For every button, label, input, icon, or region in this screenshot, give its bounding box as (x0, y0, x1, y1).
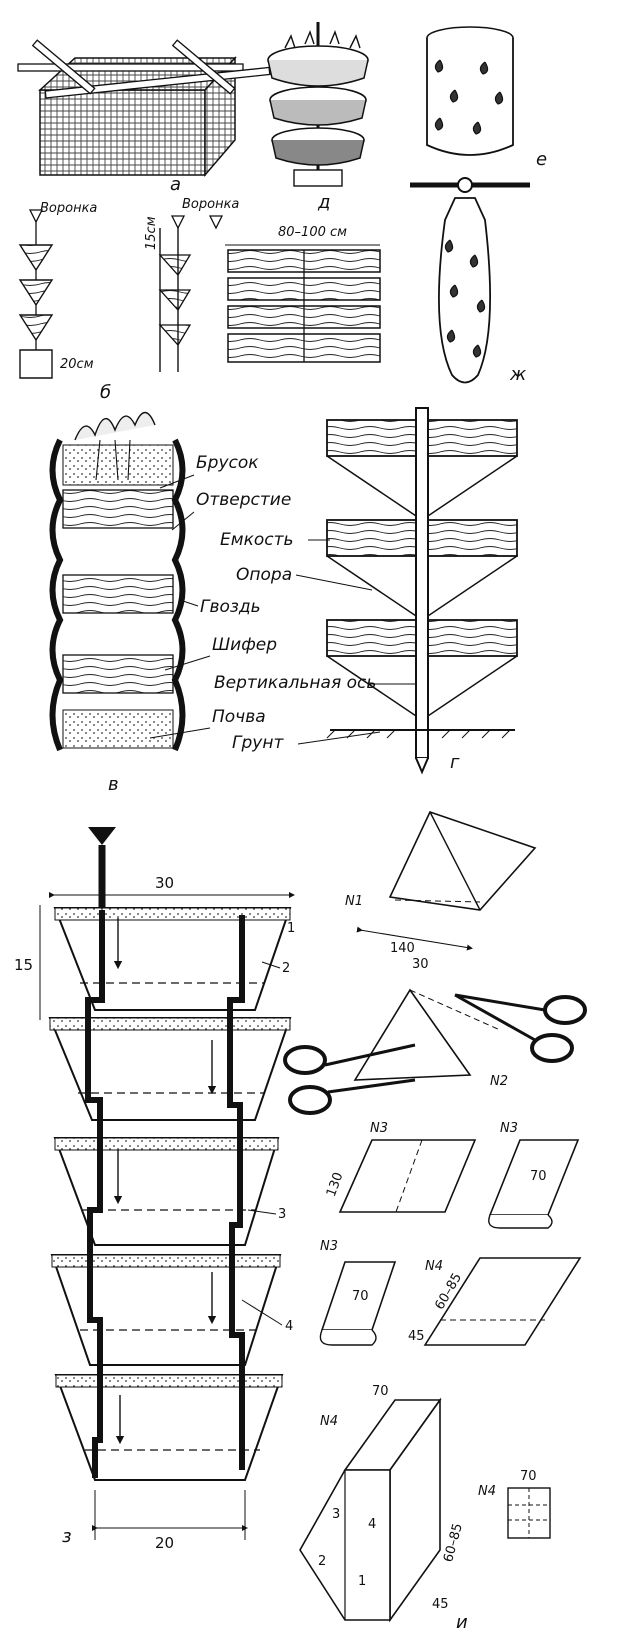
callout-4: 4 (285, 1319, 293, 1334)
funnel-label-2: Воронка (182, 197, 239, 212)
label-emkost: Емкость (220, 530, 294, 550)
panel-z-letter: з (62, 1526, 72, 1547)
panel-d-letter: д (317, 192, 330, 213)
callout-3: 3 (278, 1207, 286, 1222)
panel-zh-hanging-sack: ж (410, 177, 530, 385)
part-2: 2 (318, 1554, 326, 1569)
tag-n3-a: N3 (370, 1121, 388, 1136)
panel-d-round-tiers: д (267, 22, 369, 213)
tag-n1: N1 (345, 894, 363, 909)
panel-b-funnels: Воронка 20см б Воронка 15см 80–100 см (18, 197, 381, 403)
dim-70-c: 70 (352, 1289, 369, 1304)
tag-n3-b: N3 (500, 1121, 518, 1136)
dim-30-cut: 30 (412, 957, 429, 972)
cone-tier-4 (50, 1254, 282, 1366)
label-shifer: Шифер (212, 635, 277, 655)
label-pochva: Почва (212, 707, 266, 727)
label-gvozd: Гвоздь (200, 597, 261, 617)
panel-e-letter: е (536, 149, 547, 170)
panel-b-letter: б (100, 382, 111, 403)
tag-n4-a: N4 (425, 1259, 443, 1274)
funnel-label-1: Воронка (40, 201, 97, 216)
cone-tier-5 (54, 1374, 284, 1481)
panel-g-pole: г Емкость Опора Вертикальная ось Грунт (214, 407, 518, 775)
dim-70-d: 70 (520, 1469, 537, 1484)
dim-140: 140 (390, 941, 415, 956)
step-n3c: N3 70 (319, 1239, 397, 1346)
label-otverstie: Отверстие (196, 490, 291, 510)
label-brusok: Брусок (196, 453, 259, 473)
callout-1: 1 (287, 921, 295, 936)
step-n3a: N3 130 (324, 1121, 477, 1213)
part-4: 4 (368, 1517, 376, 1532)
panel-z-cone-stack: 30 15 (14, 827, 295, 1552)
panel-i-folding-steps: N1 140 30 N2 N3 130 (283, 811, 587, 1633)
callout-2: 2 (282, 961, 290, 976)
dim-70-b: 70 (530, 1169, 547, 1184)
label-grunt: Грунт (232, 733, 284, 753)
tag-n3-c: N3 (320, 1239, 338, 1254)
dim-130: 130 (324, 1170, 347, 1198)
tag-n2: N2 (490, 1074, 508, 1089)
cone-tier-1 (53, 907, 292, 1011)
step-n4b: 70 60–85 45 N4 1 2 3 4 и (299, 1384, 468, 1633)
part-1: 1 (358, 1574, 366, 1589)
panel-e-column: е (426, 26, 547, 170)
dim-45-a: 45 (408, 1329, 425, 1344)
panel-g-letter: г (450, 752, 460, 773)
panel-i-letter: и (456, 1612, 468, 1633)
label-vert-axis: Вертикальная ось (214, 673, 376, 693)
panel-v-letter: в (108, 774, 119, 795)
dim-45-b: 45 (432, 1597, 449, 1612)
dim-15cm: 15см (144, 216, 159, 250)
panel-v-slate-tower: в Брусок Отверстие Гвоздь Шифер Почва (49, 411, 291, 795)
dim-20cm: 20см (60, 357, 94, 372)
step-n2: 30 N2 (283, 957, 587, 1115)
scissors-icon-right (454, 993, 587, 1063)
panel-zh-letter: ж (509, 364, 527, 385)
dim-70-box: 70 (372, 1384, 389, 1399)
dim-15: 15 (14, 956, 33, 974)
dim-20: 20 (155, 1534, 174, 1552)
step-n4a: N4 60–85 45 (408, 1257, 582, 1346)
stacked-boards (227, 249, 381, 363)
step-n1: N1 140 (345, 811, 537, 956)
step-n4c: N4 70 (478, 1469, 551, 1539)
panel-a-letter: а (170, 174, 181, 195)
dim-80-100cm: 80–100 см (278, 225, 347, 240)
tag-n4-b: N4 (320, 1414, 338, 1429)
tag-n4-c: N4 (478, 1484, 496, 1499)
scissors-icon-left (283, 1043, 416, 1115)
part-3: 3 (332, 1507, 340, 1522)
dim-30: 30 (155, 874, 174, 892)
panel-a-basket: а (17, 39, 271, 195)
dim-60-85-b: 60–85 (441, 1522, 466, 1564)
cone-tier-3 (53, 1137, 280, 1246)
step-n3b: N3 70 (488, 1121, 580, 1229)
label-opora: Опора (236, 565, 292, 585)
